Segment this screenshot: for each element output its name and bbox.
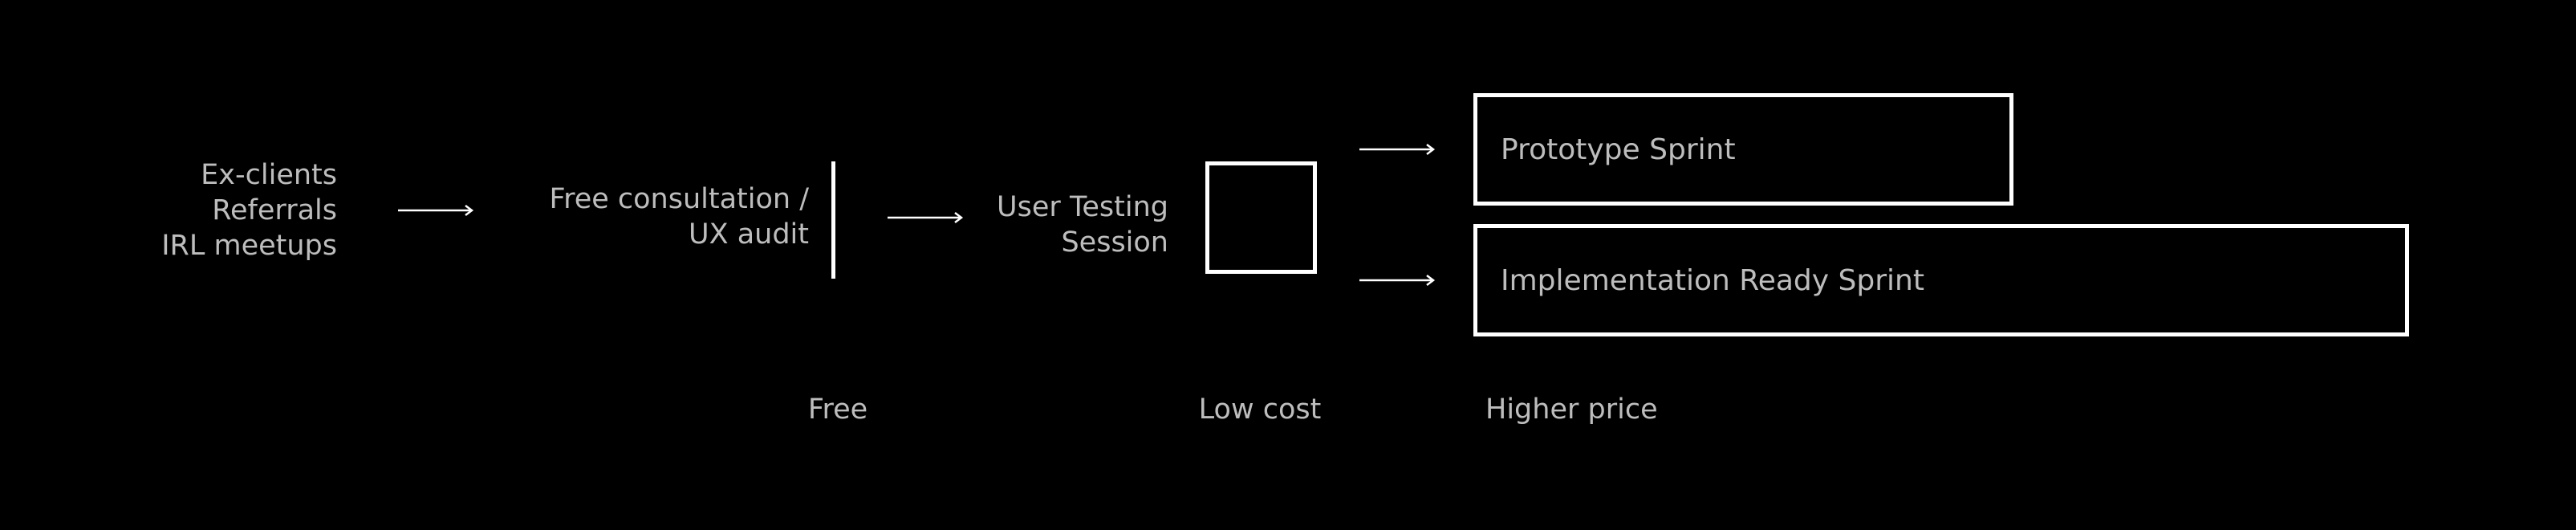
price-free-label: Free — [807, 393, 868, 426]
price-higher-label: Higher price — [1485, 393, 1658, 426]
testing-label: User Testing Session — [963, 190, 1168, 260]
arrow-sources-to-consultation — [398, 205, 474, 216]
low-cost-stage-marker — [1205, 161, 1317, 274]
free-stage-marker — [831, 161, 835, 279]
consultation-line-2: UX audit — [688, 218, 809, 251]
sources-list: Ex-clients Referrals IRL meetups — [120, 157, 337, 263]
price-low-cost-label: Low cost — [1198, 393, 1322, 426]
implementation-sprint-box: Implementation Ready Sprint — [1473, 224, 2409, 336]
arrow-consultation-to-testing — [888, 212, 964, 223]
consultation-line-1: Free consultation / — [549, 183, 809, 215]
source-referrals: Referrals — [212, 194, 337, 226]
implementation-sprint-label: Implementation Ready Sprint — [1501, 264, 1924, 297]
prototype-sprint-label: Prototype Sprint — [1501, 133, 1736, 166]
testing-line-2: Session — [1061, 226, 1168, 259]
source-irl-meetups: IRL meetups — [161, 230, 337, 262]
testing-line-1: User Testing — [997, 191, 1168, 223]
arrow-to-implementation-sprint — [1359, 275, 1436, 286]
prototype-sprint-box: Prototype Sprint — [1473, 93, 2013, 206]
consultation-label: Free consultation / UX audit — [498, 181, 809, 252]
source-ex-clients: Ex-clients — [201, 159, 337, 191]
arrow-to-prototype-sprint — [1359, 144, 1436, 155]
